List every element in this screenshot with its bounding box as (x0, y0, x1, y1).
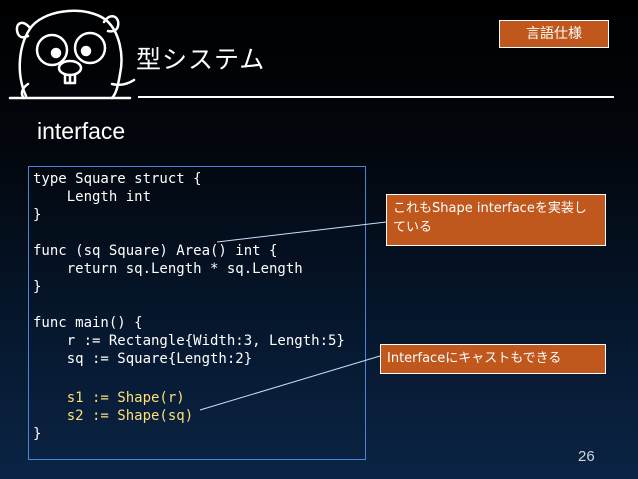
code-line-highlighted: s2 := Shape(sq) (33, 408, 194, 424)
code-line: } (33, 426, 42, 442)
code-line: Length int (33, 189, 152, 205)
code-line: func (sq Square) Area() int { (33, 243, 278, 259)
code-line: r := Rectangle{Width:3, Length:5} (33, 333, 345, 349)
title-divider (138, 96, 614, 98)
code-line: type Square struct { (33, 171, 202, 187)
section-heading: interface (37, 118, 126, 144)
slide-title: 型システム (136, 45, 266, 74)
code-line: func main() { (33, 315, 143, 331)
code-block: type Square struct { Length int } func (… (28, 166, 366, 460)
callout-implements-interface: これもShape interfaceを実装している (386, 194, 606, 246)
code-line: } (33, 207, 42, 223)
code-line: return sq.Length * sq.Length (33, 261, 303, 277)
code-line-highlighted: s1 := Shape(r) (33, 390, 185, 406)
category-tag: 言語仕様 (499, 20, 609, 48)
gopher-mascot-icon (8, 9, 136, 100)
callout-cast-interface: Interfaceにキャストもできる (380, 344, 606, 374)
page-number: 26 (578, 448, 595, 465)
code-line: sq := Square{Length:2} (33, 351, 253, 367)
code-line: } (33, 279, 42, 295)
